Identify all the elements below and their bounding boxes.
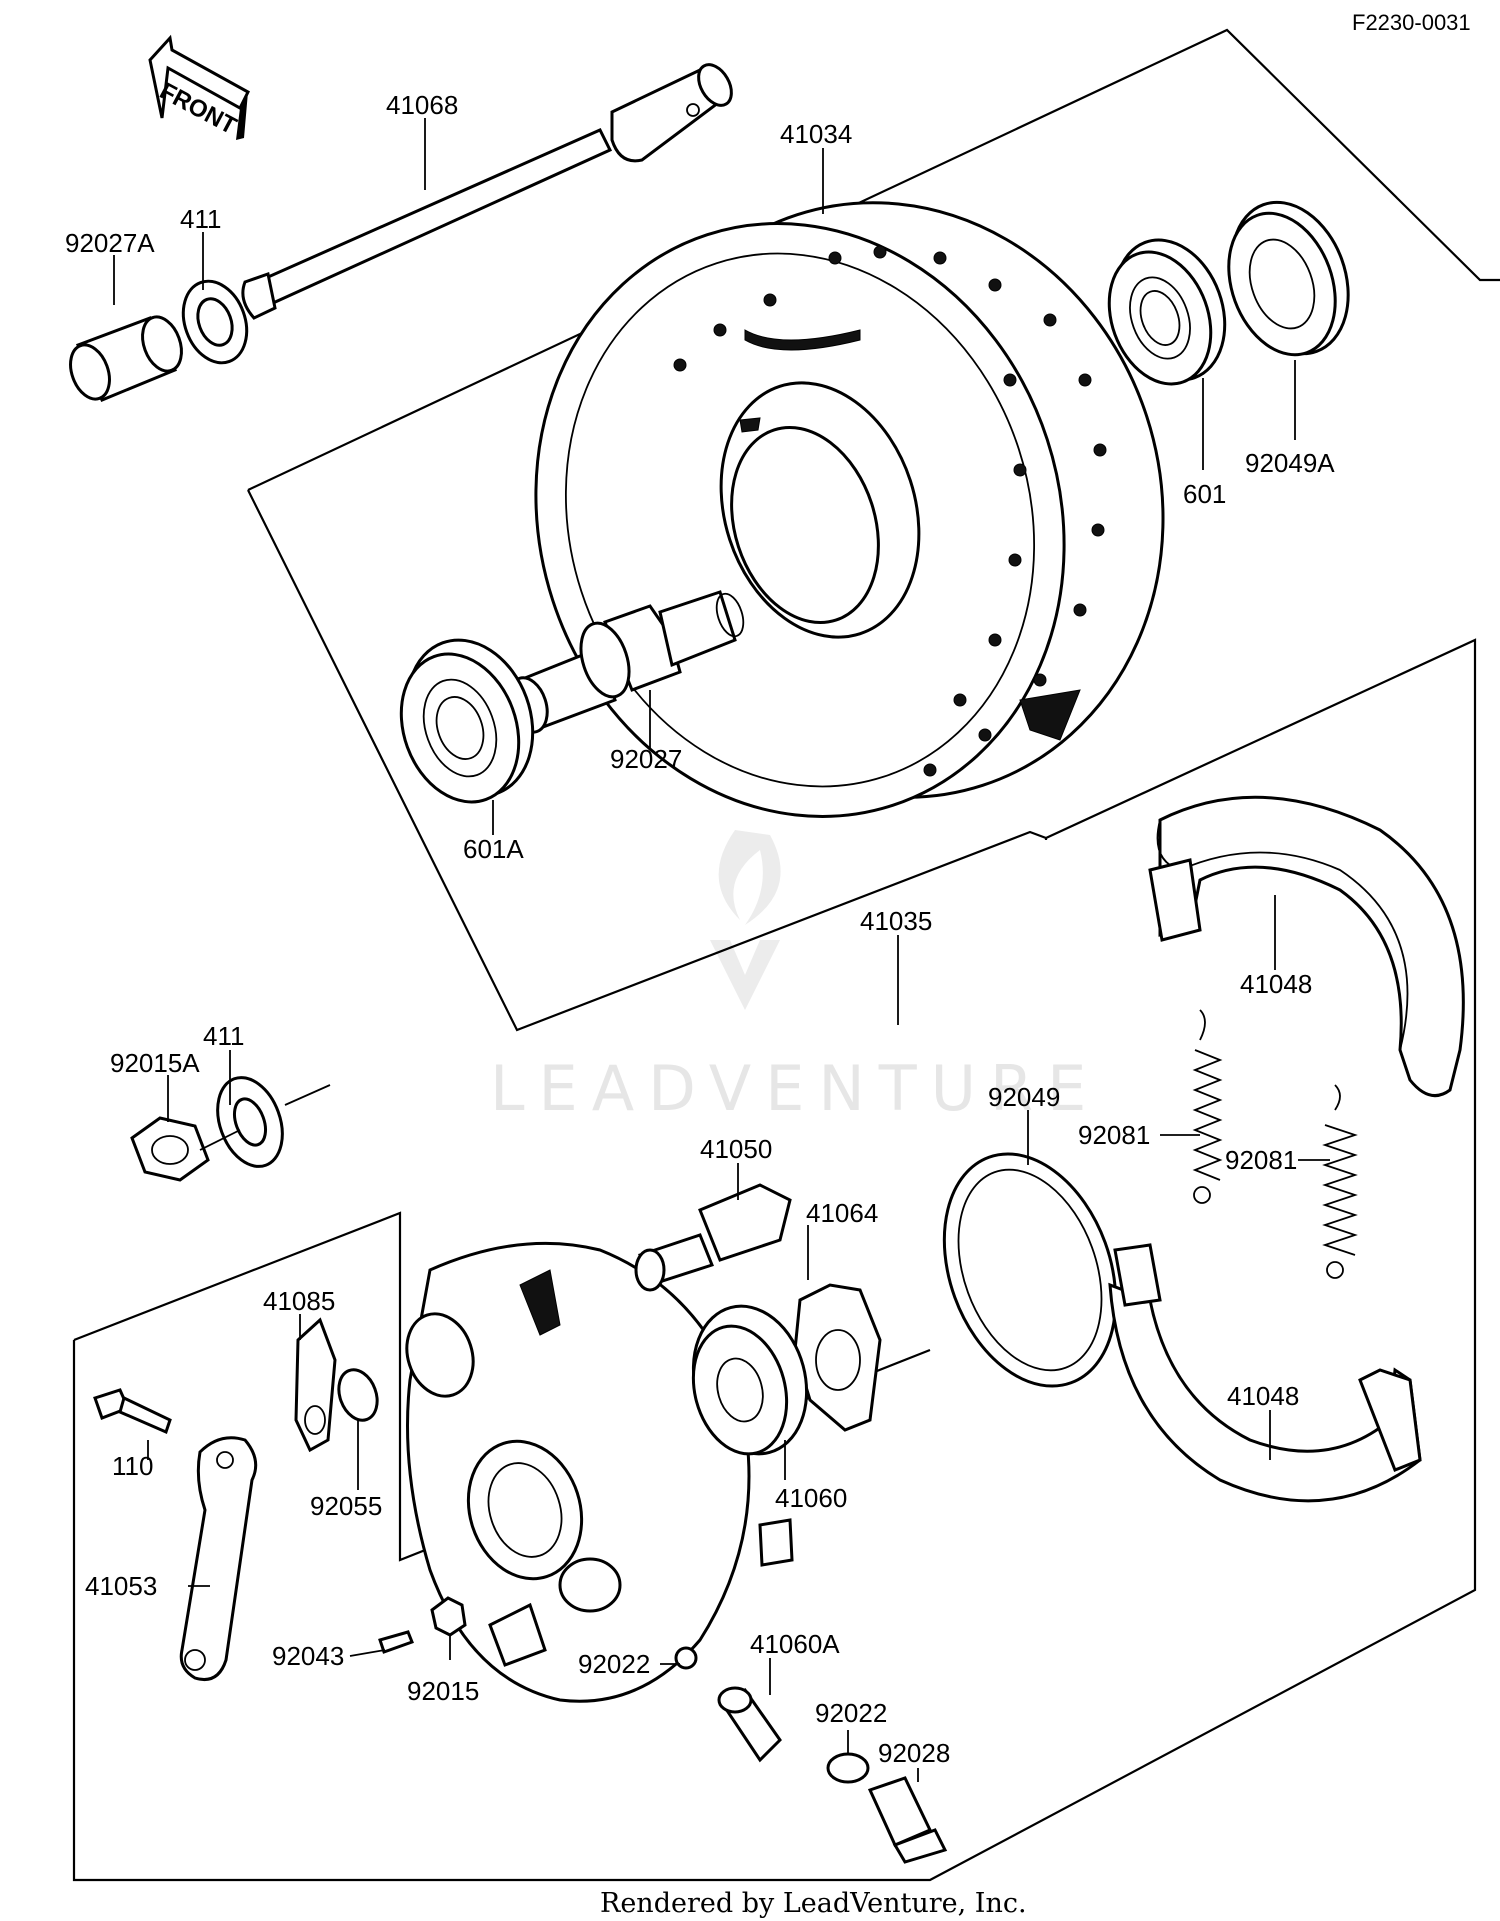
ring-92055 (337, 1368, 379, 1422)
label-41048-bottom: 41048 (1227, 1381, 1299, 1411)
label-41053: 41053 (85, 1571, 157, 1601)
label-92027: 92027 (610, 744, 682, 774)
spring-92081-b (1322, 1084, 1358, 1279)
nut-92015 (430, 1596, 467, 1637)
axle-41068 (241, 63, 733, 320)
label-92081-a: 92081 (1078, 1120, 1150, 1150)
pin-92043 (378, 1630, 414, 1654)
label-92049A: 92049A (1245, 448, 1335, 478)
label-41060A: 41060A (750, 1629, 840, 1659)
label-92022-a: 92022 (578, 1649, 650, 1679)
plate-41064 (793, 1283, 882, 1432)
label-411-mid: 411 (203, 1021, 244, 1051)
label-411-top: 411 (180, 204, 221, 234)
label-92049: 92049 (988, 1082, 1060, 1112)
label-601: 601 (1183, 479, 1226, 509)
seal-92049 (942, 1152, 1118, 1388)
label-92015: 92015 (407, 1676, 479, 1706)
label-41034: 41034 (780, 119, 852, 149)
brake-shoe-41048-top (1148, 795, 1465, 1098)
watermark-text: LEADVENTURE (490, 1052, 1100, 1125)
wheel-hub-41034 (534, 201, 1165, 818)
bolt-110 (93, 1388, 172, 1435)
gear-41060 (691, 1304, 809, 1456)
hub-spoke-holes (673, 245, 1107, 777)
label-41064: 41064 (806, 1198, 878, 1228)
panel-frame (72, 638, 1477, 1882)
pinion-41060A (717, 1686, 782, 1763)
spring-92081-a (1192, 1009, 1223, 1204)
label-41050: 41050 (700, 1134, 772, 1164)
watermark: LEADVENTURE (490, 830, 1100, 1125)
label-41048-top: 41048 (1240, 969, 1312, 999)
seal-92049A (1227, 200, 1350, 357)
nut-axis-line (199, 1084, 331, 1151)
label-110: 110 (112, 1451, 153, 1481)
label-92043: 92043 (272, 1641, 344, 1671)
part-labels: 41068 92027A 411 41034 601 92049A 92027 … (65, 90, 1335, 1768)
plate-41085 (294, 1317, 337, 1453)
camshaft-41050 (634, 1183, 792, 1292)
label-41035: 41035 (860, 906, 932, 936)
label-92022-b: 92022 (815, 1698, 887, 1728)
lever-41053 (179, 1436, 258, 1681)
label-92055: 92055 (310, 1491, 382, 1521)
nut-92015A (130, 1116, 210, 1182)
brake-shoe-41048-bottom (1108, 1243, 1422, 1503)
brake-panel-41035 (405, 1241, 794, 1703)
footer-credit: Rendered by LeadVenture, Inc. (600, 1888, 1027, 1919)
washer-411-top (181, 279, 249, 365)
front-arrow-icon: FRONT (148, 34, 250, 140)
leader-lines (113, 118, 1330, 1782)
label-41068: 41068 (386, 90, 458, 120)
diagram-code: F2230-0031 (1352, 10, 1471, 35)
label-92081-b: 92081 (1225, 1145, 1297, 1175)
washer-92022-b (826, 1752, 870, 1784)
label-41060: 41060 (775, 1483, 847, 1513)
spacer-92027A (69, 315, 183, 402)
label-41085: 41085 (263, 1286, 335, 1316)
hub-frame-left (247, 489, 1048, 1032)
bearing-601A (399, 638, 535, 804)
bushing-92028 (867, 1776, 948, 1864)
label-601A: 601A (463, 834, 524, 864)
bearing-601 (1107, 238, 1227, 386)
washer-411-mid (216, 1076, 284, 1168)
label-92015A: 92015A (110, 1048, 200, 1078)
label-92027A: 92027A (65, 228, 155, 258)
label-92028: 92028 (878, 1738, 950, 1768)
